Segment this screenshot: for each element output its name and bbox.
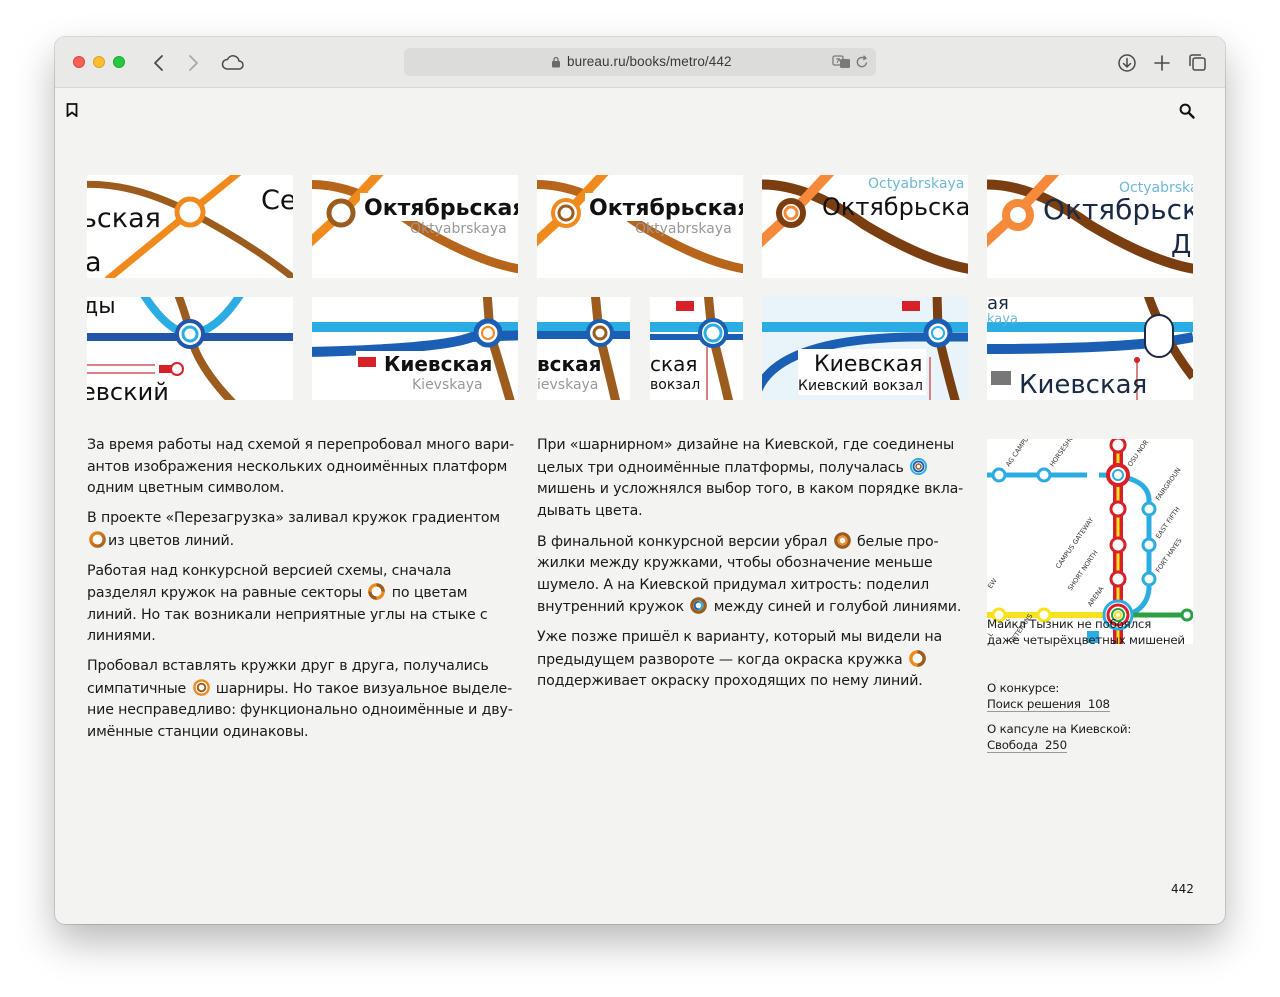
tile-oktyabrskaya-3: Октябрьская Oktyabrskaya (537, 175, 743, 278)
nested-circle-icon (192, 678, 210, 696)
close-window-button[interactable] (73, 56, 85, 68)
tile-kievskaya-5: Киевская Киевский вокзал (762, 297, 968, 400)
map-label: SHORT NORTH (1066, 549, 1100, 592)
svg-text:Октябрьская: Октябрьская (589, 196, 743, 221)
map-label: OSU NOR (1126, 439, 1150, 468)
map-label: FORT HAYES (1154, 537, 1183, 574)
url-text: bureau.ru/books/metro/442 (567, 54, 732, 69)
gradient-circle-icon (89, 530, 106, 548)
svg-text:Киевский вокзал: Киевский вокзал (798, 378, 923, 394)
tile-oktyabrskaya-5: Octyabrskaya Октябрьск Д (987, 175, 1193, 278)
translate-icon[interactable] (832, 54, 852, 70)
zoom-window-button[interactable] (113, 56, 125, 68)
svg-text:Октябрьская: Октябрьская (364, 196, 518, 221)
reference-label: О конкурсе: (987, 681, 1060, 695)
line-colored-circle-icon (909, 649, 926, 667)
svg-text:Kievskaya: Kievskaya (412, 377, 483, 393)
map-label: EW (987, 576, 999, 590)
svg-text:а: а (87, 247, 102, 278)
svg-text:Киевская: Киевская (384, 352, 492, 376)
new-tab-icon[interactable] (1150, 51, 1174, 75)
map-label: AG CAMPUS (1004, 439, 1033, 468)
bookmark-icon[interactable] (66, 103, 78, 117)
split-inner-circle-icon (690, 597, 708, 614)
paragraph: За время работы над схемой я перепробова… (87, 437, 515, 496)
map-label: L (987, 630, 995, 638)
map-label: EAST FIFTH (1154, 505, 1182, 540)
svg-text:Октябрьская: Октябрьская (822, 193, 968, 221)
svg-text:Се: Се (261, 185, 293, 216)
tab-overview-icon[interactable] (1186, 51, 1210, 75)
svg-text:ды: ды (87, 297, 116, 319)
downloads-icon[interactable] (1115, 51, 1139, 75)
search-icon[interactable] (1179, 103, 1195, 119)
page-content: ьская Се а Октябрьская Oktyabrskaya (55, 89, 1225, 924)
svg-text:kaya: kaya (987, 312, 1018, 327)
solid-double-circle-icon (833, 531, 851, 549)
browser-window: bureau.ru/books/metro/442 ьская Се а (55, 37, 1225, 924)
target-circle-icon (909, 457, 928, 475)
svg-text:Киевская: Киевская (814, 352, 923, 377)
svg-text:Д: Д (1171, 230, 1191, 260)
sector-circle-icon (368, 583, 386, 600)
svg-text:вокзал: вокзал (650, 377, 700, 393)
svg-text:ievskaya: ievskaya (537, 377, 598, 393)
svg-text:ая: ая (987, 297, 1009, 314)
tile-kievskaya-1: ды евский (87, 297, 293, 400)
svg-text:Oktyabrskaya: Oktyabrskaya (410, 221, 507, 237)
tile-oktyabrskaya-1: ьская Се а (87, 175, 293, 278)
tile-oktyabrskaya-4: Octyabrskaya Октябрьская (762, 175, 968, 278)
reference-label: О капсуле на Киевской: (987, 722, 1132, 736)
map-label: HORSESHOE (1048, 439, 1078, 468)
address-bar[interactable]: bureau.ru/books/metro/442 (404, 48, 876, 76)
icloud-tabs-icon[interactable] (220, 51, 246, 75)
svg-text:Октябрьск: Октябрьск (1043, 193, 1193, 226)
minimize-window-button[interactable] (93, 56, 105, 68)
reference-link[interactable]: Поиск решения 108 (987, 697, 1110, 712)
tile-kievskaya-2: Киевская Kievskaya (312, 297, 518, 400)
tile-kievskaya-3: вская ievskaya (537, 297, 630, 400)
svg-text:евский: евский (87, 378, 169, 400)
paragraph: Работая над конкурсной версией схемы, сн… (87, 562, 488, 645)
map-label: ARENA (1086, 585, 1106, 608)
text-column-1: За время работы над схемой я перепробова… (87, 435, 519, 752)
paragraph: Уже позже пришёл к варианту, который мы … (537, 629, 943, 689)
paragraph: В финальной конкурсной версии убрал белы… (537, 531, 969, 619)
svg-text:Киевская: Киевская (1019, 370, 1147, 400)
reference-link[interactable]: Свобода 250 (987, 738, 1067, 753)
map-caption: Майкл Тызник не побоялся даже четырёхцве… (987, 617, 1185, 647)
title-bar: bureau.ru/books/metro/442 (55, 37, 1225, 88)
paragraph: При «шарнирном» дизайне на Киевской, где… (537, 437, 964, 519)
reload-icon[interactable] (855, 54, 869, 70)
svg-text:ская: ская (650, 352, 697, 376)
reference-contest: О конкурсе: Поиск решения 108 (987, 680, 1110, 712)
forward-icon[interactable] (181, 51, 205, 75)
paragraph: Пробовал вставлять кружки друг в друга, … (87, 658, 513, 740)
svg-text:Octyabrskaya: Octyabrskaya (1119, 180, 1193, 196)
back-icon[interactable] (147, 51, 171, 75)
text-column-2: При «шарнирном» дизайне на Киевской, где… (537, 435, 969, 701)
tile-oktyabrskaya-2: Октябрьская Oktyabrskaya (312, 175, 518, 278)
lock-icon (552, 56, 560, 68)
tile-kievskaya-4: ская вокзал (650, 297, 743, 400)
columbus-map-image: AG CAMPUS HORSESHOE OSU NOR FAIRGROUN CA… (987, 439, 1193, 644)
svg-text:Oktyabrskaya: Oktyabrskaya (635, 221, 732, 237)
map-label: FAIRGROUN (1154, 466, 1183, 502)
svg-text:вская: вская (537, 352, 601, 376)
reference-capsule: О капсуле на Киевской: Свобода 250 (987, 721, 1131, 753)
svg-text:ьская: ьская (87, 203, 161, 234)
tile-kievskaya-6: ая kaya Киевская (987, 297, 1193, 400)
page-number: 442 (1171, 882, 1194, 896)
paragraph: В проекте «Перезагрузка» заливал кружок … (87, 510, 500, 549)
svg-text:Octyabrskaya: Octyabrskaya (868, 176, 964, 192)
